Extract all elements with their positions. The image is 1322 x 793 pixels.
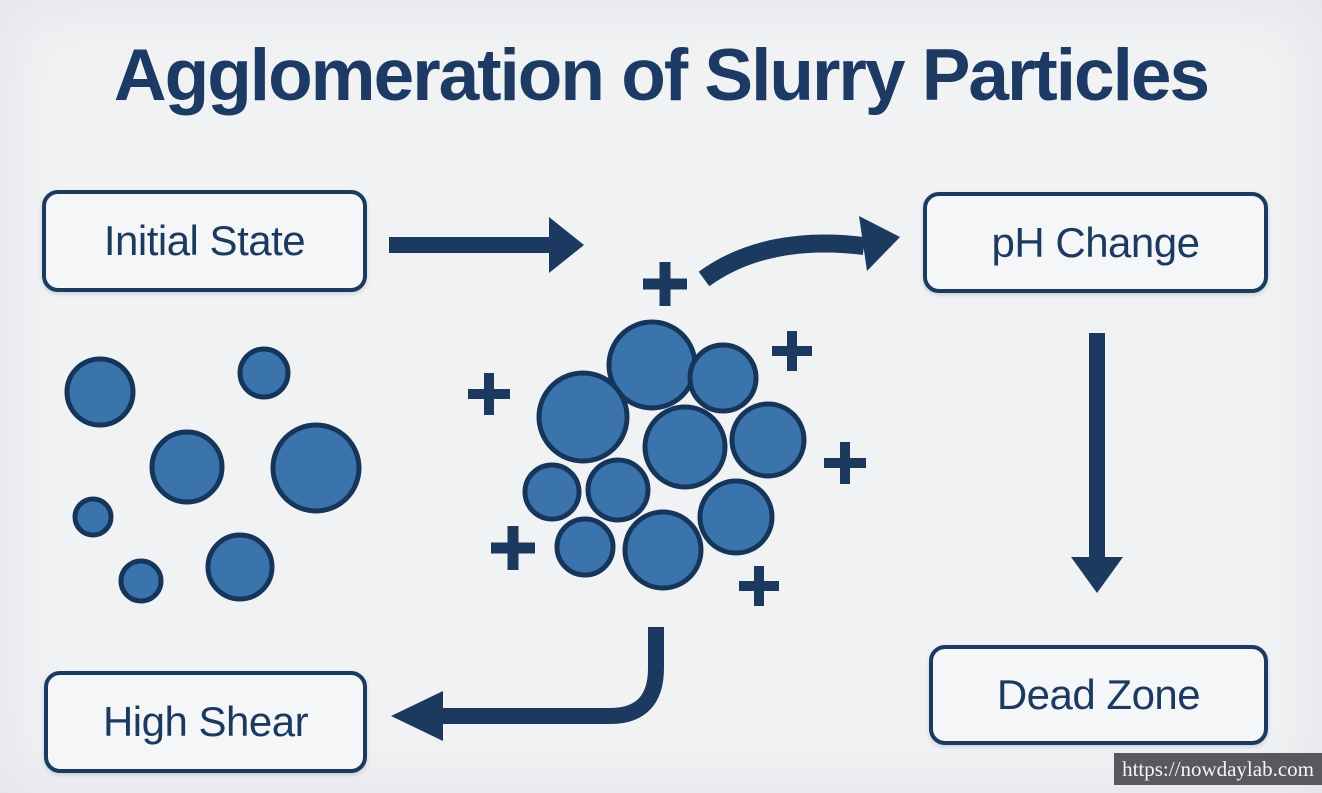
cluster-to-highshear-arrow — [391, 627, 664, 741]
cluster-particle — [536, 370, 630, 464]
node-ph-change-label: pH Change — [991, 218, 1200, 266]
cluster-particle — [522, 462, 582, 522]
node-ph-change: pH Change — [923, 192, 1268, 293]
flow-arrows-group — [389, 216, 1123, 741]
slurry-particle — [149, 429, 225, 505]
node-dead-zone-label: Dead Zone — [996, 671, 1201, 718]
node-high-shear: High Shear — [44, 671, 367, 773]
node-initial-state: Initial State — [42, 190, 367, 292]
plus-charge-icon — [824, 442, 866, 484]
cluster-particle — [697, 478, 775, 556]
cluster-particle — [585, 457, 651, 523]
watermark-url: https://nowdaylab.com — [1114, 753, 1322, 785]
plus-charge-icon — [643, 262, 687, 306]
positive-charge-icons-group — [468, 262, 866, 606]
diagram-title: Agglomeration of Slurry Particles — [113, 35, 1210, 116]
ph-to-deadzone-arrow — [1071, 333, 1123, 593]
initial-to-cluster-arrow — [389, 217, 584, 273]
cluster-particle — [554, 516, 616, 578]
node-dead-zone: Dead Zone — [929, 645, 1268, 745]
node-high-shear-label: High Shear — [102, 698, 309, 745]
cluster-particle — [729, 401, 807, 479]
arrowhead-icon — [391, 691, 443, 741]
arrowhead-icon — [1071, 557, 1123, 593]
plus-charge-icon — [772, 331, 812, 371]
slurry-particle — [270, 422, 362, 514]
plus-charge-icon — [491, 526, 535, 570]
slurry-particle — [205, 532, 275, 602]
slurry-particle — [64, 356, 136, 428]
cluster-particle — [642, 404, 728, 490]
slurry-particle — [118, 558, 164, 604]
cluster-to-ph-arrow — [698, 216, 900, 287]
arrowhead-icon — [549, 217, 584, 273]
agglomerated-cluster-group — [522, 319, 807, 591]
plus-charge-icon — [468, 373, 510, 415]
slurry-particle — [237, 346, 291, 400]
initial-particles-group — [64, 346, 362, 604]
slurry-particle — [72, 496, 114, 538]
arrowhead-icon — [859, 216, 900, 271]
node-initial-state-label: Initial State — [103, 217, 306, 264]
cluster-particle — [687, 342, 759, 414]
cluster-particle — [622, 509, 704, 591]
plus-charge-icon — [739, 566, 779, 606]
